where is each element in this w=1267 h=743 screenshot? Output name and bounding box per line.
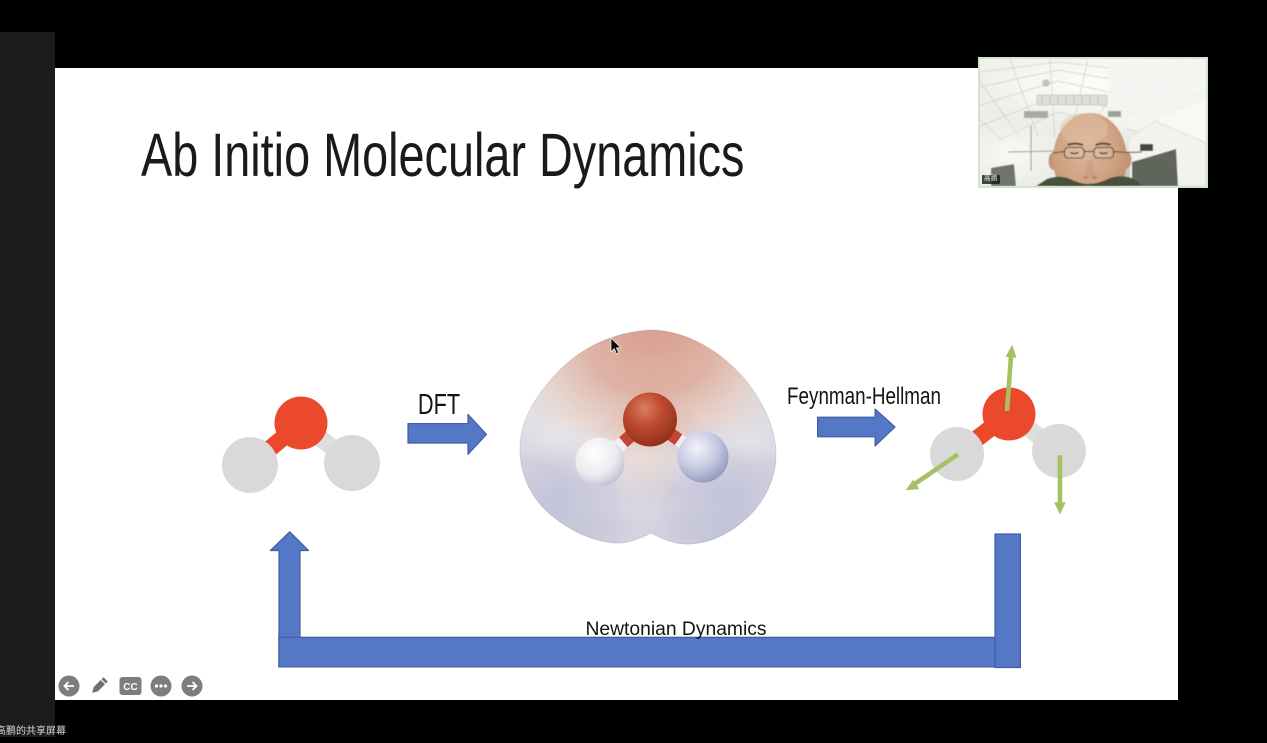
slide-title: Ab Initio Molecular Dynamics	[141, 121, 745, 190]
loop-up-arrow	[269, 531, 310, 641]
slide-artwork	[222, 329, 1086, 669]
mouse-cursor	[610, 337, 622, 355]
ceiling-vent-small	[1108, 111, 1121, 117]
svg-text:CC: CC	[123, 682, 137, 693]
loop-horizontal-bar	[278, 636, 996, 668]
closed-captions-icon: CC	[119, 677, 142, 695]
participant-head	[1048, 113, 1143, 186]
arrow-left-icon	[58, 675, 80, 697]
oxygen-atom	[982, 387, 1036, 441]
water-molecule-3d	[575, 392, 729, 487]
smoke-detector	[1042, 79, 1050, 87]
loop-right-bar	[994, 533, 1021, 669]
feynman-hellman-arrow	[817, 408, 896, 447]
shared-screen-label: 高鹏的共享屏幕	[0, 726, 66, 737]
webcam-video	[980, 59, 1206, 186]
more-options-button[interactable]	[150, 675, 172, 697]
pen-icon	[92, 677, 108, 693]
left-filmstrip-panel	[0, 32, 55, 737]
closed-captions-button[interactable]: CC	[119, 675, 142, 697]
newtonian-dynamics-label: Newtonian Dynamics	[585, 618, 767, 640]
window-frame	[1007, 126, 1059, 171]
participant-name-badge: 高鹏	[982, 174, 1000, 184]
shirt	[1036, 176, 1143, 186]
annotation-toolbar: CC	[55, 672, 275, 700]
hydrogen-atom	[222, 437, 278, 493]
force-vector-up	[1004, 344, 1017, 412]
previous-slide-button[interactable]	[58, 675, 80, 697]
hydrogen-atom	[324, 435, 380, 491]
next-slide-button[interactable]	[181, 675, 203, 697]
webcam-thumbnail[interactable]: 高鹏	[978, 57, 1208, 188]
ceiling-light	[1036, 94, 1108, 106]
water-molecule-input	[222, 396, 380, 493]
hydrogen-atom-3d	[677, 431, 729, 483]
electron-density-blob	[519, 329, 777, 545]
feynman-hellman-label: Feynman-Hellman	[786, 383, 941, 411]
dft-arrow	[407, 413, 488, 455]
oxygen-atom-3d	[623, 392, 677, 447]
office-furniture-right	[1120, 99, 1206, 186]
ceiling-vent	[1024, 111, 1048, 118]
ellipsis-icon	[150, 675, 172, 697]
arrow-right-icon	[181, 675, 203, 697]
force-vector-down	[1054, 455, 1066, 515]
hydrogen-atom	[1032, 424, 1086, 478]
draw-button[interactable]	[88, 675, 110, 697]
newtonian-loop-arrow	[269, 531, 1021, 669]
water-molecule-forces	[905, 344, 1086, 515]
dft-label: DFT	[417, 389, 461, 422]
hydrogen-atom-3d	[575, 437, 625, 487]
force-vector-left	[905, 452, 960, 491]
glasses	[1052, 146, 1143, 159]
oxygen-atom	[274, 396, 328, 450]
